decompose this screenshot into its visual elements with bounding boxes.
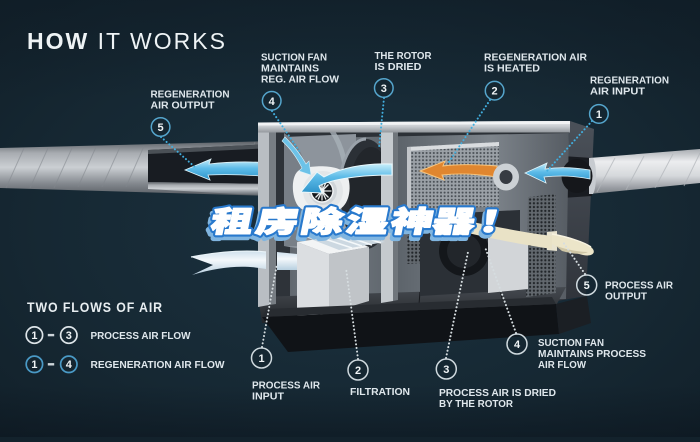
svg-text:MAINTAINS: MAINTAINS [261,63,319,74]
svg-text:5: 5 [158,122,164,134]
svg-text:4: 4 [66,359,73,371]
svg-text:REGENERATION AIR: REGENERATION AIR [484,52,587,63]
svg-text:IS DRIED: IS DRIED [375,62,423,73]
svg-text:PROCESS AIR FLOW: PROCESS AIR FLOW [91,331,191,342]
svg-text:3: 3 [381,83,387,95]
svg-text:FILTRATION: FILTRATION [350,387,410,398]
svg-text:1: 1 [258,353,264,365]
svg-text:3: 3 [66,330,72,342]
svg-text:THE ROTOR: THE ROTOR [375,51,432,62]
svg-text:REGENERATION: REGENERATION [151,89,230,100]
svg-text:TWO FLOWS OF AIR: TWO FLOWS OF AIR [27,300,163,315]
svg-text:IS HEATED: IS HEATED [484,63,541,74]
svg-text:REGENERATION: REGENERATION [590,75,669,86]
svg-text:2: 2 [492,86,498,98]
svg-text:PROCESS AIR IS DRIED: PROCESS AIR IS DRIED [439,388,556,399]
svg-text:3: 3 [443,364,449,376]
svg-text:1: 1 [596,109,602,121]
svg-text:1: 1 [31,330,37,342]
svg-text:REGENERATION AIR FLOW: REGENERATION AIR FLOW [91,360,225,371]
svg-text:4: 4 [269,96,276,108]
svg-text:AIR INPUT: AIR INPUT [590,86,646,97]
svg-text:PROCESS AIR: PROCESS AIR [605,280,673,291]
svg-text:4: 4 [514,339,521,351]
svg-text:2: 2 [355,365,361,377]
svg-text:MAINTAINS PROCESS: MAINTAINS PROCESS [538,349,646,360]
svg-text:AIR FLOW: AIR FLOW [538,360,586,371]
svg-text:REG. AIR FLOW: REG. AIR FLOW [261,74,339,85]
svg-text:INPUT: INPUT [252,391,285,402]
svg-text:1: 1 [31,359,37,371]
svg-text:PROCESS AIR: PROCESS AIR [252,380,320,391]
svg-text:OUTPUT: OUTPUT [605,291,648,302]
svg-text:BY THE ROTOR: BY THE ROTOR [439,399,513,410]
svg-text:AIR OUTPUT: AIR OUTPUT [151,100,216,111]
svg-text:SUCTION FAN: SUCTION FAN [261,52,327,63]
svg-text:5: 5 [584,280,590,292]
svg-text:HOW IT WORKS: HOW IT WORKS [27,28,227,54]
svg-text:SUCTION FAN: SUCTION FAN [538,338,604,349]
